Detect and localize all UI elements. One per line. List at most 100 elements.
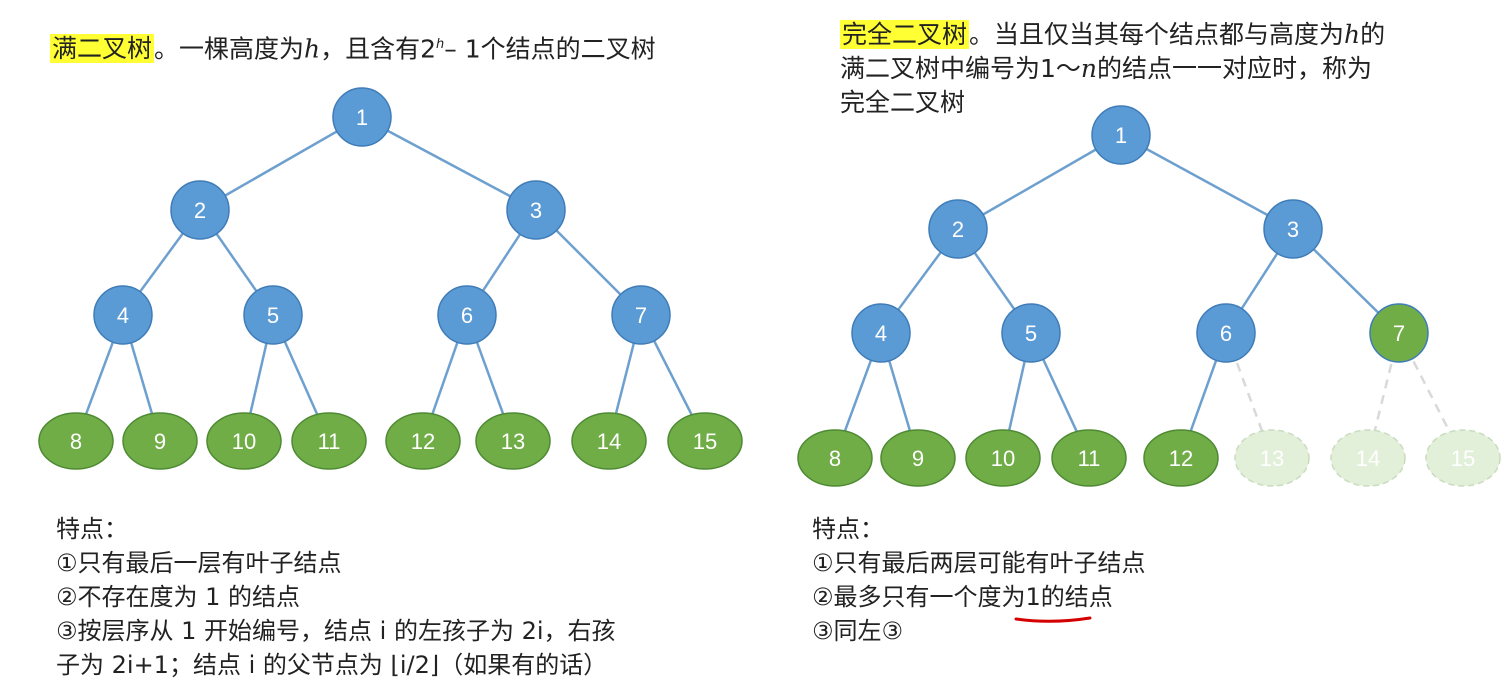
node-shape — [1091, 105, 1151, 165]
tree-node-12: 12 — [1143, 429, 1219, 487]
definition-text: 满二叉树中编号为1～ — [840, 54, 1081, 83]
definition-text: 完全二叉树 — [840, 88, 966, 117]
definition-text: 。一棵高度为 — [154, 34, 305, 64]
tree-node-15: 15 — [1425, 429, 1501, 487]
node-shape — [667, 412, 743, 470]
tree-node-1: 1 — [1091, 105, 1151, 165]
node-shape — [611, 285, 671, 345]
tree-node-5: 5 — [243, 285, 303, 345]
node-shape — [243, 285, 303, 345]
node-label: 11 — [318, 429, 341, 454]
feature-item: ①只有最后一层有叶子结点 — [56, 549, 342, 577]
node-shape — [1263, 199, 1323, 259]
node-shape — [506, 180, 566, 240]
tree-node-3: 3 — [506, 180, 566, 240]
definition-text: 的结点一一对应时，称为 — [1097, 54, 1373, 83]
tree-node-2: 2 — [170, 180, 230, 240]
node-shape — [206, 412, 282, 470]
definition-text: 。当且仅当其每个结点都与高度为 — [969, 20, 1345, 49]
node-shape — [1330, 429, 1406, 487]
node-shape — [851, 303, 911, 363]
node-label: 13 — [501, 429, 525, 454]
node-shape — [1143, 429, 1219, 487]
tree-node-3: 3 — [1263, 199, 1323, 259]
tree-node-10: 10 — [206, 412, 282, 470]
node-label: 5 — [267, 303, 279, 328]
tree-node-7: 7 — [611, 285, 671, 345]
node-shape — [1001, 303, 1061, 363]
tree-node-9: 9 — [122, 412, 198, 470]
node-label: 4 — [875, 321, 887, 346]
node-shape — [1196, 303, 1256, 363]
definition-text: ，且含有2 — [320, 34, 437, 64]
tree-node-6: 6 — [1196, 303, 1256, 363]
tree-node-8: 8 — [797, 429, 873, 487]
node-label: 15 — [1451, 446, 1475, 471]
tree-edges — [833, 133, 1465, 459]
node-label: 12 — [1169, 446, 1193, 471]
n-symbol: n — [1080, 54, 1098, 83]
node-shape — [1051, 429, 1127, 487]
exponent-symbol: h — [436, 37, 445, 52]
full-binary-tree-term: 满二叉树 — [50, 34, 155, 64]
edge-1-3 — [361, 115, 537, 212]
tree-edges — [74, 115, 707, 442]
tree-node-7: 7 — [1369, 303, 1429, 363]
tree-node-14: 14 — [571, 412, 647, 470]
tree-node-10: 10 — [965, 429, 1041, 487]
node-label: 7 — [1393, 321, 1405, 346]
node-label: 3 — [1287, 217, 1299, 242]
node-shape — [1425, 429, 1501, 487]
node-label: 9 — [912, 446, 924, 471]
node-label: 5 — [1025, 321, 1037, 346]
height-symbol: h — [1344, 20, 1361, 49]
feature-item: ③按层序从 1 开始编号，结点 i 的左孩子为 2i，右孩 — [56, 617, 616, 645]
features-heading: 特点： — [56, 515, 128, 543]
node-label: 14 — [597, 429, 621, 454]
tree-node-15: 15 — [667, 412, 743, 470]
node-shape — [1234, 429, 1310, 487]
tree-node-4: 4 — [93, 285, 153, 345]
node-label: 2 — [952, 217, 964, 242]
node-label: 1 — [1115, 123, 1127, 148]
node-shape — [475, 412, 551, 470]
complete-binary-tree-term: 完全二叉树 — [840, 20, 970, 49]
node-label: 10 — [232, 429, 256, 454]
definition-text: – 1个结点的二叉树 — [444, 34, 656, 64]
node-label: 10 — [991, 446, 1015, 471]
feature-item: ②不存在度为 1 的结点 — [56, 583, 301, 611]
node-label: 12 — [411, 429, 435, 454]
full-binary-tree-definition: 满二叉树。一棵高度为h，且含有2h– 1个结点的二叉树 — [50, 28, 790, 66]
tree-node-8: 8 — [38, 412, 114, 470]
node-label: 8 — [829, 446, 841, 471]
node-shape — [93, 285, 153, 345]
feature-item: ②最多只有一个度为1的结点 — [812, 583, 1113, 611]
node-label: 13 — [1260, 446, 1284, 471]
edge-1-3 — [1120, 133, 1294, 231]
node-label: 6 — [1220, 321, 1232, 346]
node-label: 7 — [635, 303, 647, 328]
complete-binary-tree-features: 特点： ①只有最后两层可能有叶子结点 ②最多只有一个度为1的结点 ③同左③ — [812, 512, 1472, 648]
red-underline-annotation — [1014, 616, 1092, 623]
tree-node-13: 13 — [475, 412, 551, 470]
node-shape — [797, 429, 873, 487]
feature-item: 子为 2i+1；结点 i 的父节点为 ⌊i/2⌋（如果有的话） — [56, 651, 608, 679]
node-label: 14 — [1356, 446, 1380, 471]
node-shape — [38, 412, 114, 470]
edge-1-2 — [199, 115, 363, 212]
edge-1-2 — [957, 133, 1122, 231]
tree-node-13: 13 — [1234, 429, 1310, 487]
node-label: 4 — [117, 303, 129, 328]
node-shape — [1369, 303, 1429, 363]
tree-node-14: 14 — [1330, 429, 1406, 487]
node-label: 11 — [1078, 446, 1101, 471]
node-shape — [332, 87, 392, 147]
tree-node-11: 11 — [291, 412, 367, 470]
node-label: 15 — [693, 429, 717, 454]
node-shape — [571, 412, 647, 470]
feature-item: ①只有最后两层可能有叶子结点 — [812, 549, 1146, 577]
node-shape — [880, 429, 956, 487]
